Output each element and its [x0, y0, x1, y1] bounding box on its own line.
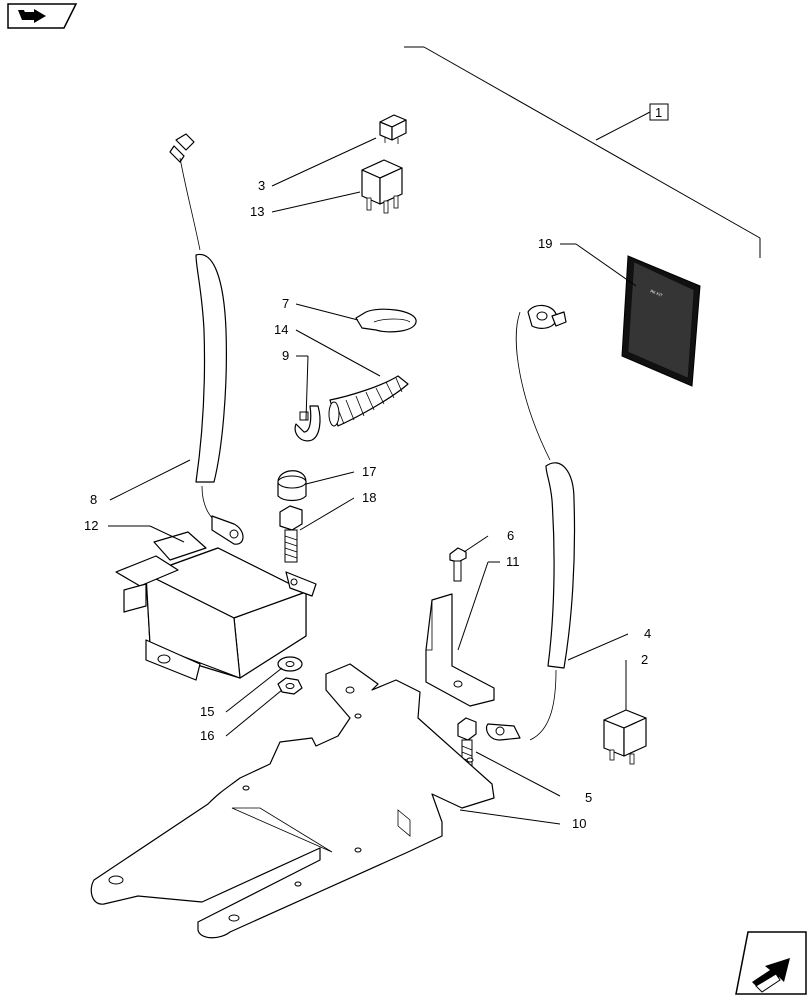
callout-labels: 1 2 3 4 5 6 7 8 9 10 11 12 13 14 15 16 1…: [84, 105, 662, 831]
washer: [277, 656, 303, 672]
bolt-left: [279, 505, 303, 563]
relay-large: [361, 159, 403, 214]
clamp: [355, 308, 417, 333]
instruction-booklet: RK KIT: [621, 255, 701, 387]
kit-bracket-line: [404, 46, 761, 258]
callout-1: 1: [655, 105, 662, 120]
relay-small: [379, 114, 407, 144]
mounting-plate: [90, 663, 495, 939]
corrugated-sleeve: [328, 375, 409, 427]
callout-14: 14: [274, 322, 288, 337]
svg-text:RK KIT: RK KIT: [650, 288, 664, 298]
callout-6: 6: [507, 528, 514, 543]
callout-7: 7: [282, 296, 289, 311]
control-module: [115, 531, 317, 681]
leader-lines: [108, 137, 637, 825]
cable-right: [485, 304, 576, 741]
back-arrow-icon[interactable]: [7, 3, 78, 29]
cable-clip: [294, 405, 321, 442]
callout-15: 15: [200, 704, 214, 719]
callout-19: 19: [538, 236, 552, 251]
relay-right: [603, 709, 647, 765]
callout-17: 17: [362, 464, 376, 479]
next-arrow-icon[interactable]: [735, 931, 807, 995]
callout-10: 10: [572, 816, 586, 831]
callout-12: 12: [84, 518, 98, 533]
small-screw: [449, 547, 467, 582]
rubber-cap: [277, 470, 307, 502]
callout-8: 8: [90, 492, 97, 507]
callout-18: 18: [362, 490, 376, 505]
nut: [277, 677, 303, 695]
callout-2: 2: [641, 652, 648, 667]
cable-left: [169, 133, 244, 545]
callout-9: 9: [282, 348, 289, 363]
callout-5: 5: [585, 790, 592, 805]
l-bracket: [425, 593, 495, 707]
callout-3: 3: [258, 178, 265, 193]
callout-16: 16: [200, 728, 214, 743]
callout-11: 11: [506, 554, 520, 569]
callout-4: 4: [644, 626, 651, 641]
callout-13: 13: [250, 204, 264, 219]
